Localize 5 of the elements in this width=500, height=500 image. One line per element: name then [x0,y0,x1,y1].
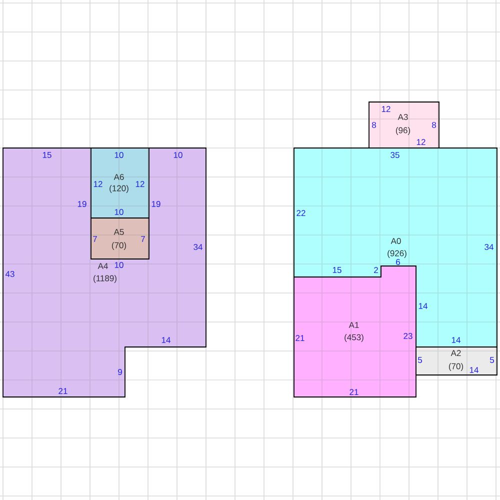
room-area: 12 A3 8 (96) 8 12 [368,102,440,148]
room-area: 10 A6 12 (120) 12 10 [90,148,150,218]
room-area: A2 5 (70) 14 5 [416,346,498,376]
room-area: 10 A6 12 (120) 12 10 A5 7 (70) 7 15 10 19 19 34 A4 10 43 (1189) 14 9 21 [2,148,206,398]
room-area: A5 7 (70) 7 [90,218,150,260]
